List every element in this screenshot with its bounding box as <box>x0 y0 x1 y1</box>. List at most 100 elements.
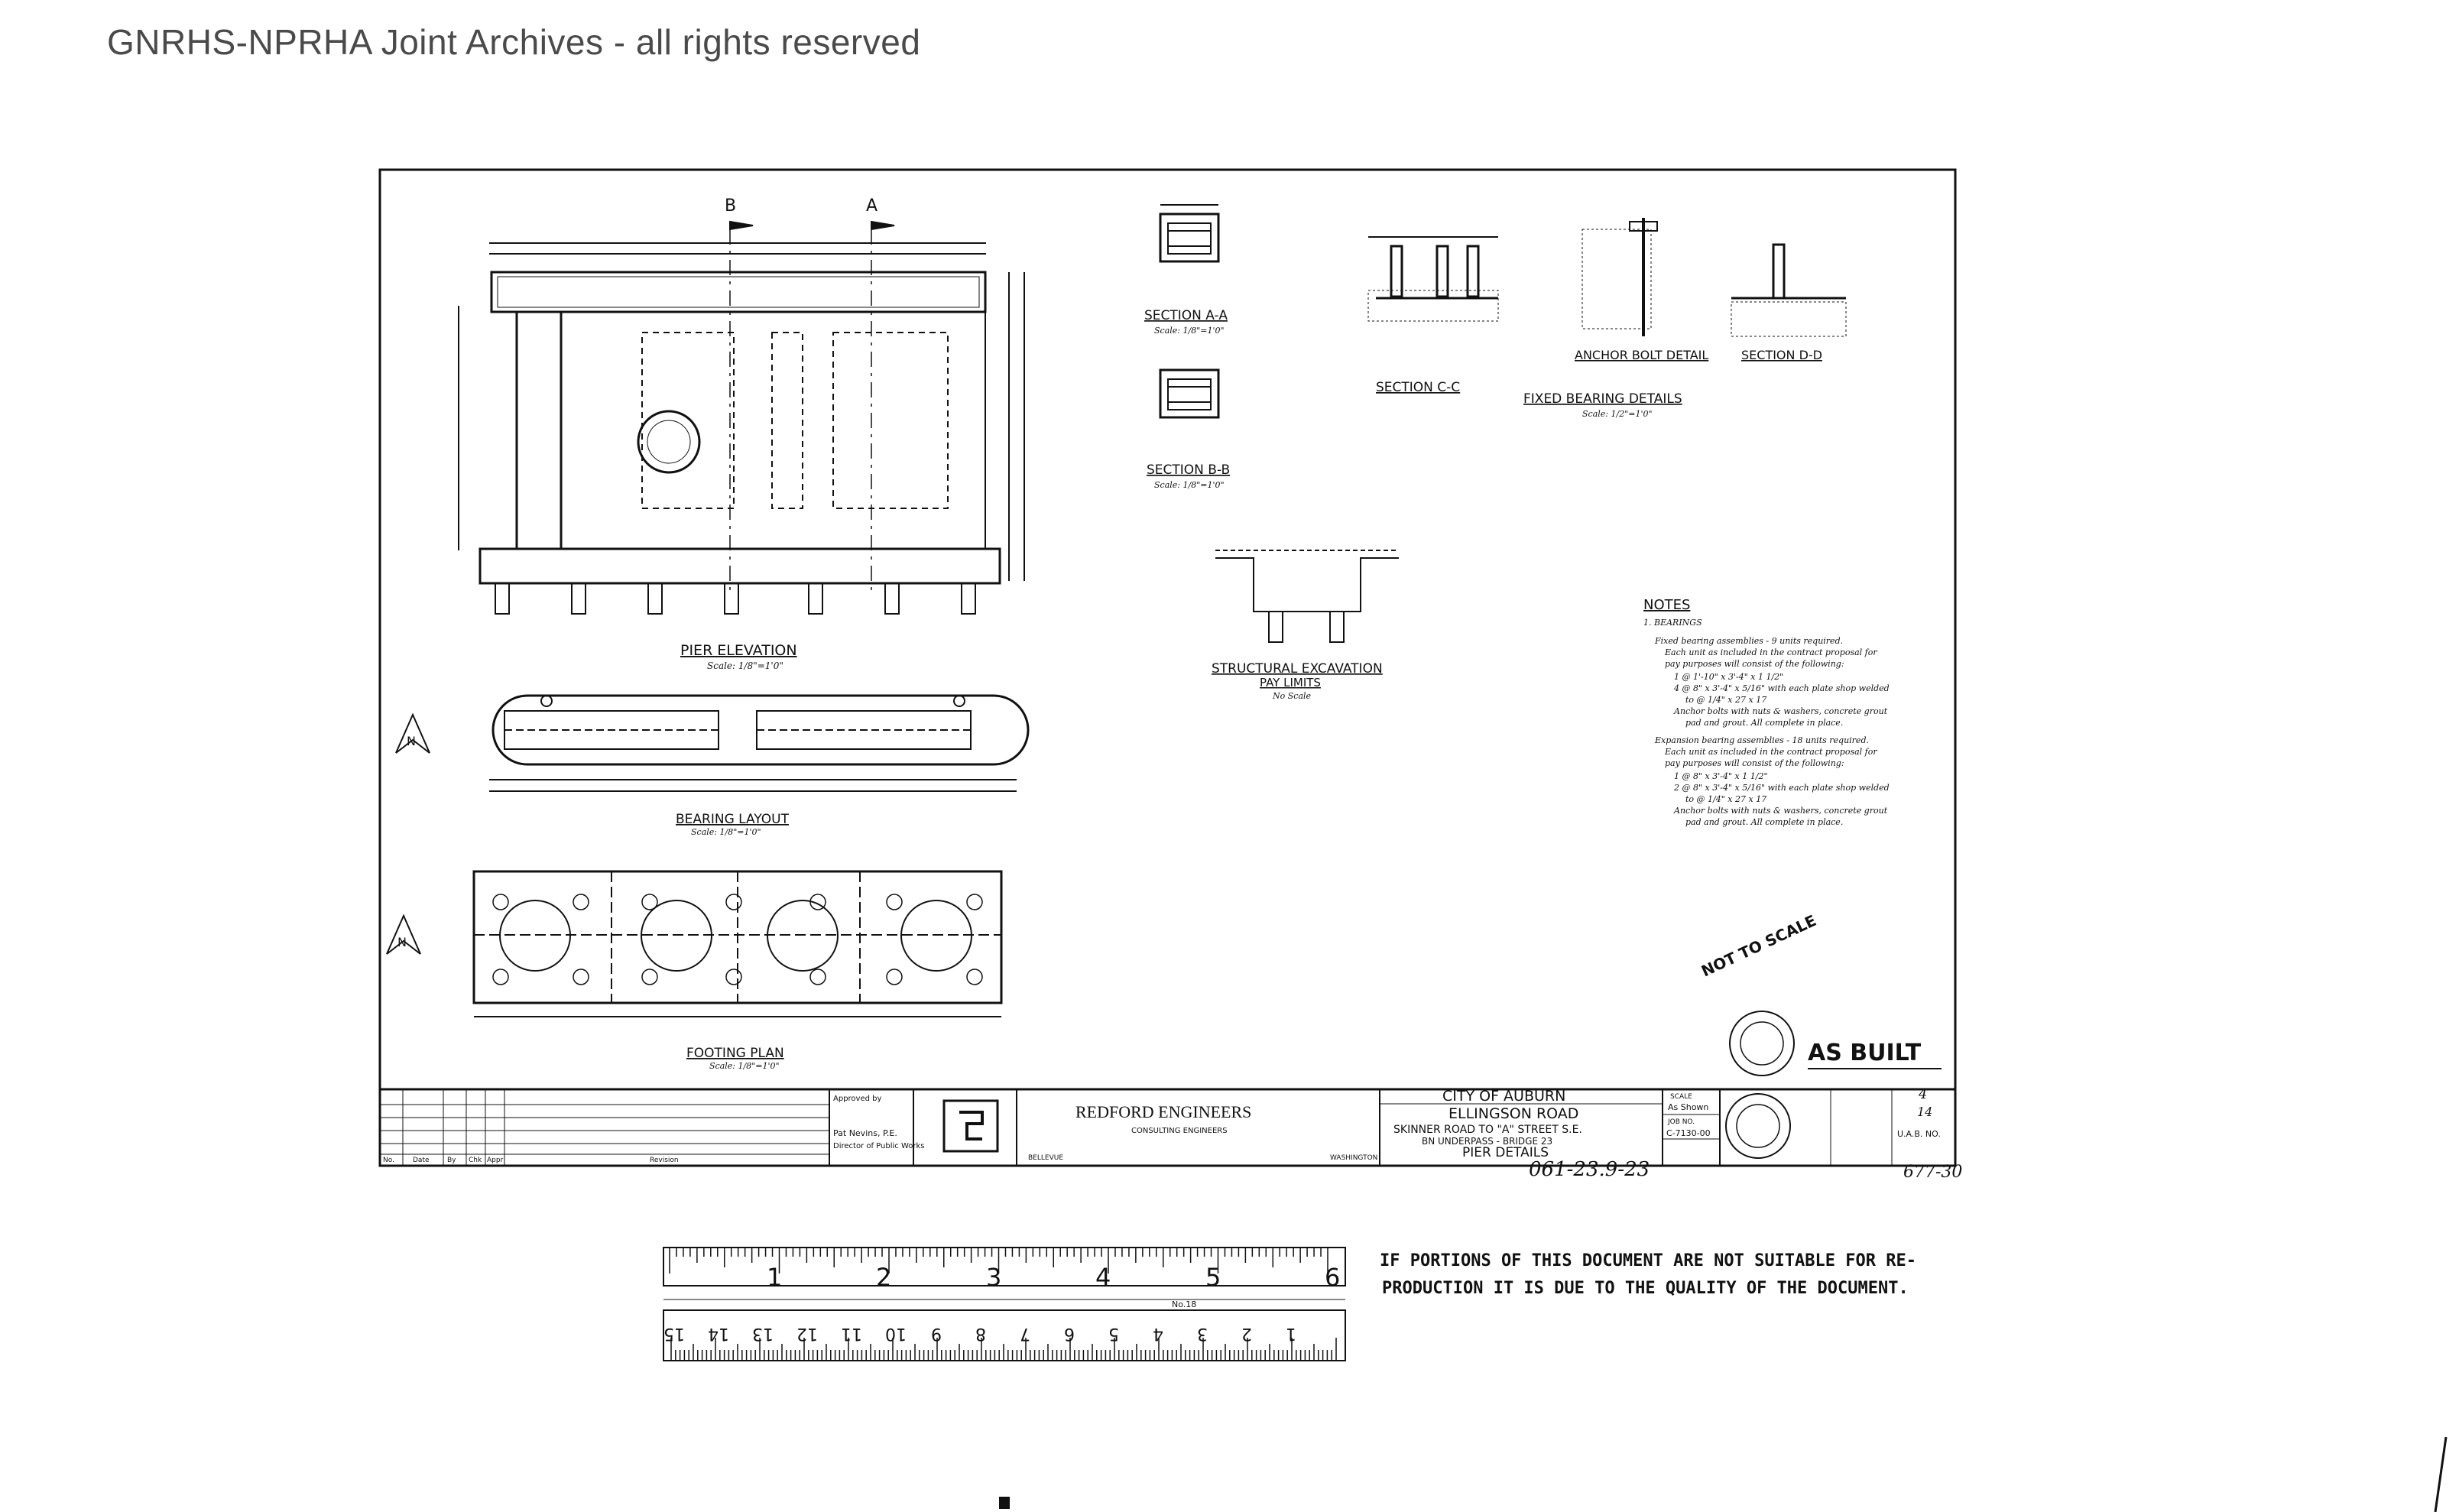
signer-name: Pat Nevins, P.E. <box>833 1128 897 1138</box>
footing-plan-scale: Scale: 1/8"=1'0" <box>709 1061 780 1071</box>
north-arrow-lower: N <box>386 913 421 955</box>
ruler-cm-label: 12 <box>796 1324 818 1343</box>
bearing-layout-title: BEARING LAYOUT <box>676 812 790 827</box>
north-arrow-upper: N <box>395 712 430 754</box>
ruler-inch-label: 1 <box>767 1263 782 1292</box>
ruler-cm-label: 1 <box>1286 1324 1296 1343</box>
anchor-bolt-title: ANCHOR BOLT DETAIL <box>1575 348 1708 362</box>
ruler-cm-label: 7 <box>1020 1324 1030 1343</box>
pier-elevation-view <box>458 220 1025 615</box>
disclaimer-line-1: IF PORTIONS OF THIS DOCUMENT ARE NOT SUI… <box>1380 1251 1916 1270</box>
job-no: C-7130-00 <box>1666 1128 1711 1138</box>
svg-text:N: N <box>397 935 407 949</box>
rev-col-date: Date <box>413 1157 430 1164</box>
ruler-cm-label: 4 <box>1153 1324 1163 1343</box>
note-line: 4 @ 8" x 3'-4" x 5/16" with each plate s… <box>1673 683 1890 693</box>
excavation-title: STRUCTURAL EXCAVATION <box>1212 661 1383 677</box>
ruler-cm-label: 6 <box>1064 1324 1075 1343</box>
section-bb-title: SECTION B-B <box>1147 462 1230 478</box>
notes-heading: NOTES <box>1643 597 1690 613</box>
note-line: 1 @ 8" x 3'-4" x 1 1/2" <box>1674 771 1768 781</box>
section-dd-view <box>1731 243 1847 337</box>
excavation-scale: No Scale <box>1272 691 1312 701</box>
note-line: Each unit as included in the contract pr… <box>1664 747 1877 757</box>
as-built-label: AS BUILT <box>1808 1040 1922 1066</box>
ruler-cm-label: 8 <box>975 1324 986 1343</box>
ruler-inch-label: 5 <box>1205 1263 1221 1292</box>
note-line: Expansion bearing assemblies - 18 units … <box>1654 735 1869 745</box>
title-block <box>380 1088 1955 1166</box>
ruler-cm-labels: 15 14 13 12 11 10 9 8 7 6 5 4 3 2 1 <box>663 1324 1296 1343</box>
ruler-inch-label: 2 <box>876 1263 891 1292</box>
road-limits: SKINNER ROAD TO "A" STREET S.E. <box>1393 1124 1582 1136</box>
fixed-bearing-title: FIXED BEARING DETAILS <box>1523 391 1682 407</box>
ruler-ticks <box>669 1248 1337 1361</box>
ruler-inch-label: 6 <box>1325 1263 1340 1292</box>
section-aa-view <box>1159 204 1220 263</box>
as-built-stamp: AS BUILT <box>1729 1011 1942 1076</box>
bearing-layout-scale: Scale: 1/8"=1'0" <box>691 827 761 837</box>
note-line: Fixed bearing assemblies - 9 units requi… <box>1654 636 1843 646</box>
notes-block: NOTES 1. BEARINGS Fixed bearing assembli… <box>1643 597 1890 827</box>
rev-col-appr: Appr <box>487 1157 504 1164</box>
archive-watermark: GNRHS-NPRHA Joint Archives - all rights … <box>107 22 921 62</box>
rev-col-chk: Chk <box>469 1157 482 1164</box>
section-cc-title: SECTION C-C <box>1376 380 1460 395</box>
sheet-total: 14 <box>1917 1105 1932 1119</box>
ruler-model: No.18 <box>1172 1299 1196 1309</box>
note-line: pad and grout. All complete in place. <box>1685 817 1843 827</box>
road-name: ELLINGSON ROAD <box>1448 1105 1578 1122</box>
scan-mark <box>999 1497 1010 1509</box>
anchor-bolt-view <box>1581 218 1658 336</box>
engineer-seal-icon <box>1725 1093 1791 1159</box>
note-line: Anchor bolts with nuts & washers, concre… <box>1673 806 1888 816</box>
ruler-cm-label: 2 <box>1241 1324 1252 1343</box>
ruler-cm-label: 11 <box>841 1324 862 1343</box>
note-line: Anchor bolts with nuts & washers, concre… <box>1673 706 1888 716</box>
ruler-inch-label: 3 <box>986 1263 1001 1292</box>
ruler-cm-label: 5 <box>1108 1324 1119 1343</box>
note-line: 1 @ 1'-10" x 3'-4" x 1 1/2" <box>1674 672 1783 682</box>
notes-subheading: 1. BEARINGS <box>1643 618 1702 628</box>
section-dd-title: SECTION D-D <box>1741 348 1822 362</box>
note-line: Each unit as included in the contract pr… <box>1664 647 1877 657</box>
section-marker-a: A <box>866 196 878 216</box>
scan-edge <box>2434 1436 2448 1512</box>
rev-col-no: No. <box>383 1157 394 1164</box>
handwritten-number-b: 677-30 <box>1903 1163 1962 1182</box>
rev-col-revision: Revision <box>650 1157 679 1164</box>
section-bb-scale: Scale: 1/8"=1'0" <box>1154 480 1225 490</box>
note-line: pay purposes will consist of the followi… <box>1665 758 1844 768</box>
firm-subtitle: CONSULTING ENGINEERS <box>1131 1127 1228 1135</box>
handwritten-number-a: 061-23.9-23 <box>1529 1158 1650 1181</box>
approved-by-label: Approved by <box>833 1095 881 1103</box>
not-to-scale-stamp: NOT TO SCALE <box>1698 911 1819 981</box>
disclaimer-block: IF PORTIONS OF THIS DOCUMENT ARE NOT SUI… <box>1380 1251 1916 1298</box>
signer-title: Director of Public Works <box>833 1142 924 1150</box>
rev-col-by: By <box>447 1157 456 1164</box>
ruler-cm-label: 15 <box>663 1324 685 1343</box>
engineer-seal-icon <box>1729 1011 1795 1076</box>
pier-elevation-scale: Scale: 1/8"=1'0" <box>707 660 783 671</box>
fixed-bearing-scale: Scale: 1/2"=1'0" <box>1582 409 1653 419</box>
firm-logo-icon <box>942 1099 999 1153</box>
section-cc-view <box>1367 236 1499 322</box>
ruler-cm-label: 14 <box>708 1324 729 1343</box>
ruler-inch-label: 4 <box>1095 1263 1111 1292</box>
ruler-cm-label: 13 <box>752 1324 774 1343</box>
footing-plan-title: FOOTING PLAN <box>686 1046 784 1061</box>
note-line: 2 @ 8" x 3'-4" x 5/16" with each plate s… <box>1673 783 1890 793</box>
firm-name: REDFORD ENGINEERS <box>1075 1102 1251 1121</box>
ruler-cm-label: 9 <box>931 1324 942 1343</box>
bearing-layout-view <box>489 694 1030 792</box>
ruler-cm-label: 3 <box>1197 1324 1208 1343</box>
scale-value: As Shown <box>1668 1102 1708 1112</box>
section-aa-title: SECTION A-A <box>1144 308 1228 323</box>
disclaimer-line-2: PRODUCTION IT IS DUE TO THE QUALITY OF T… <box>1382 1279 1909 1298</box>
revision-header: No. Date By Chk Appr Revision <box>383 1157 679 1164</box>
excavation-view <box>1215 550 1399 643</box>
footing-plan-view <box>472 870 1003 1017</box>
sheet-number: 4 <box>1918 1086 1927 1102</box>
svg-text:N: N <box>407 734 416 748</box>
